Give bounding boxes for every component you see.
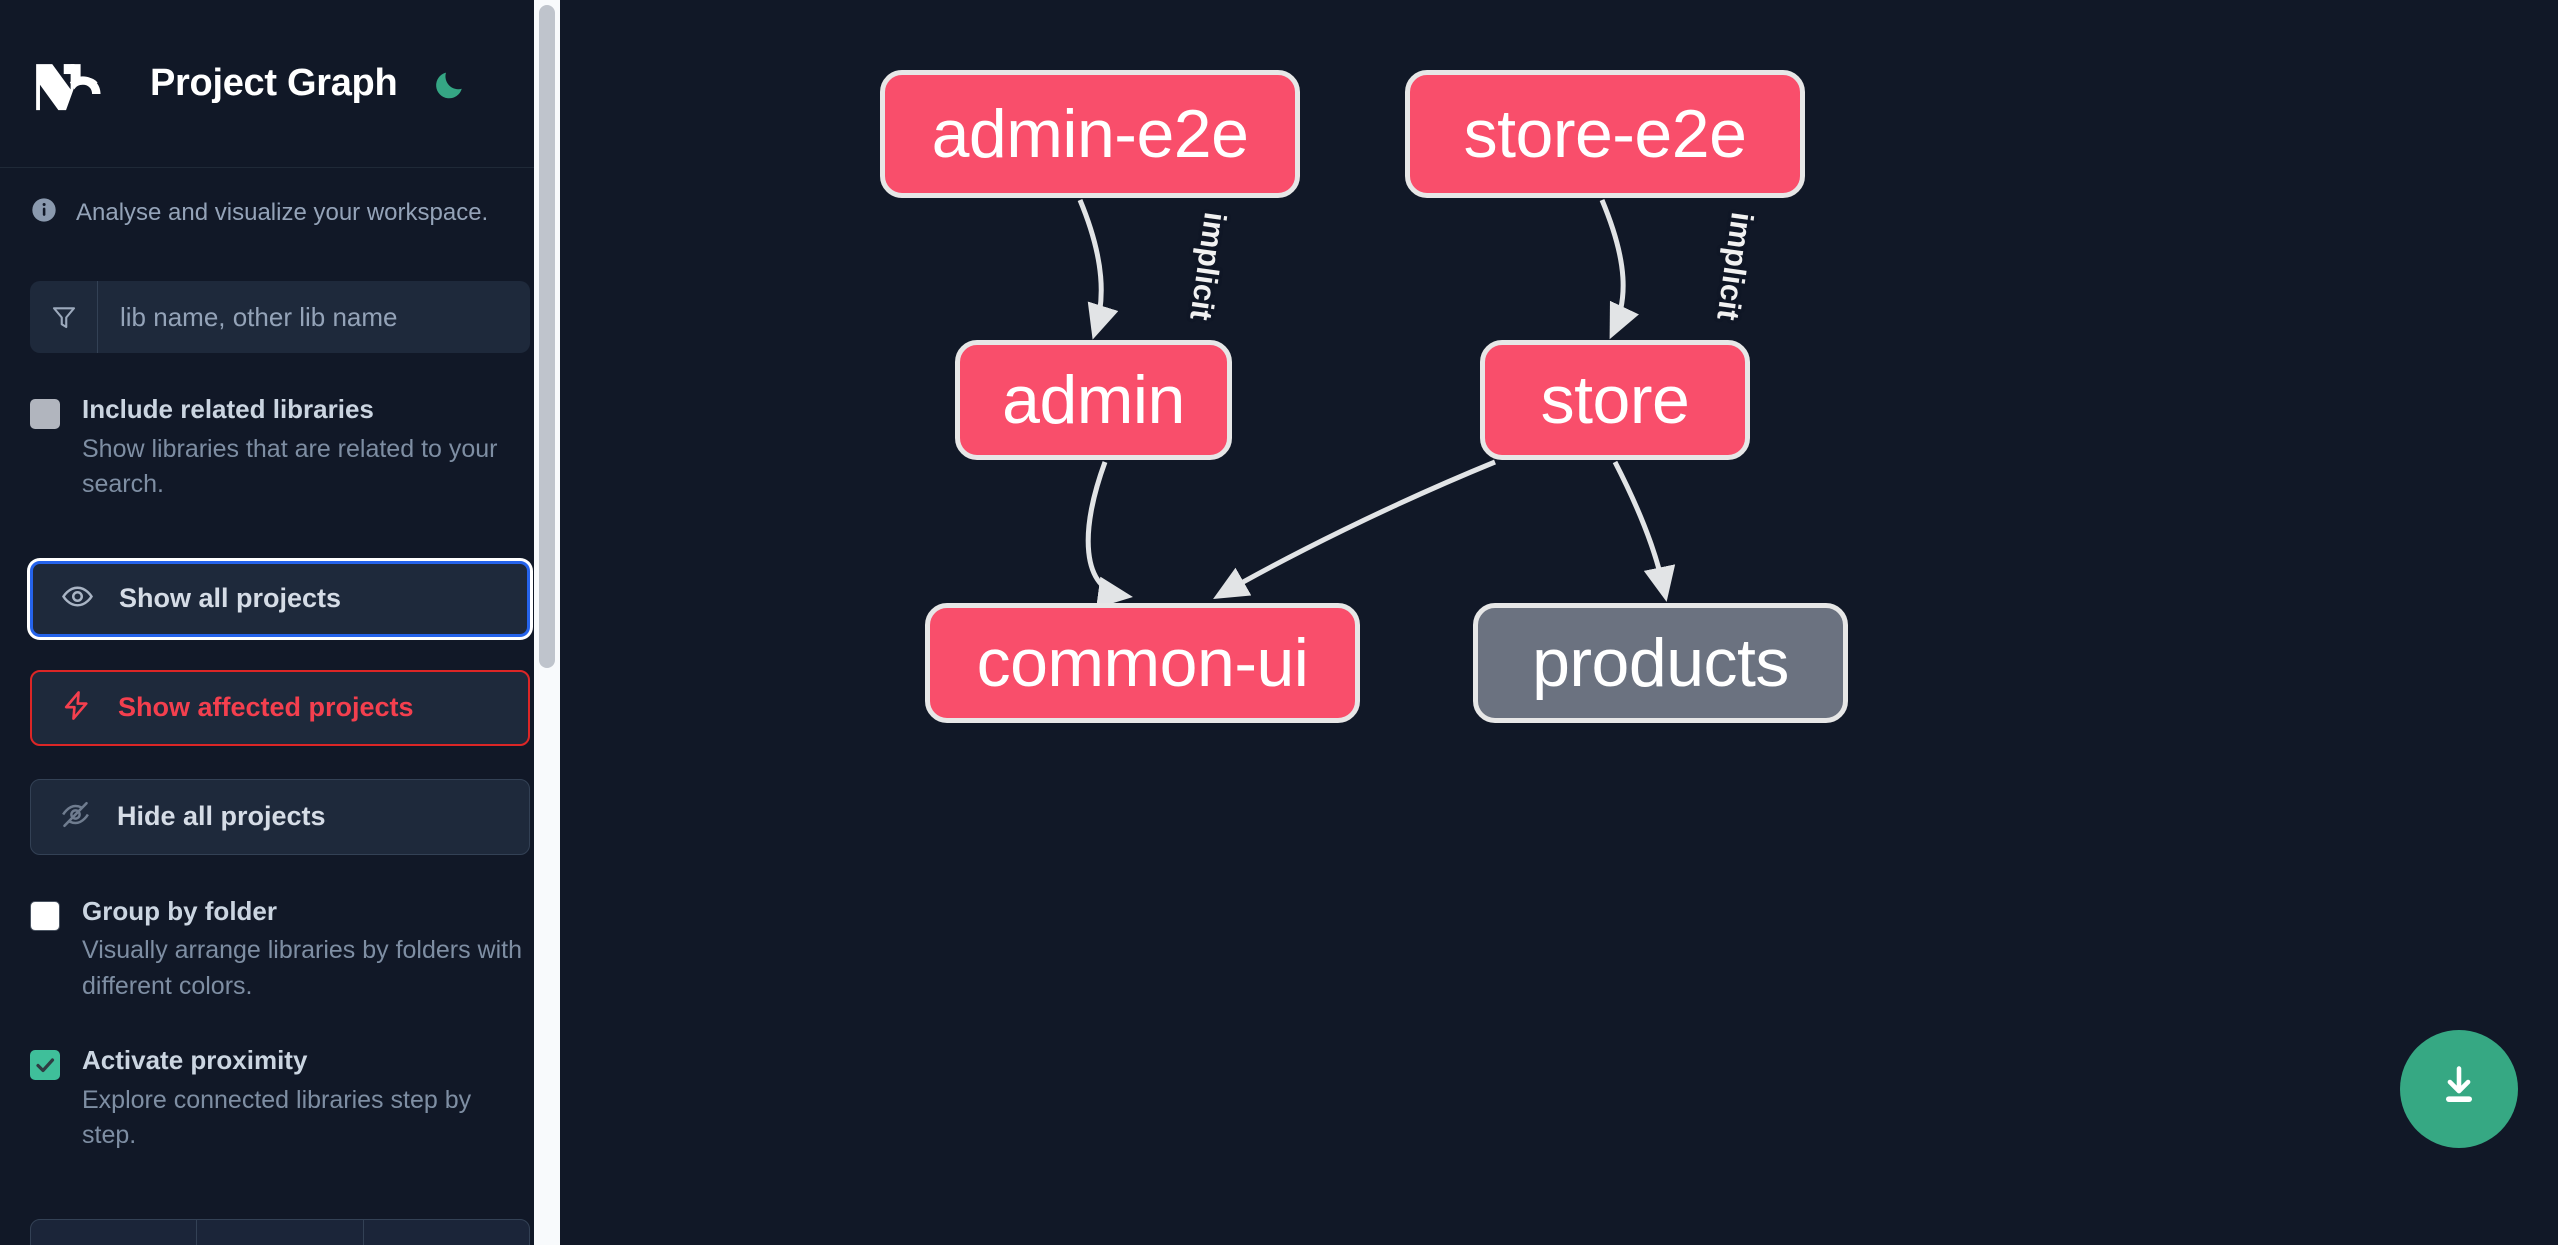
edge-label-implicit-admin: implicit bbox=[1183, 210, 1233, 323]
option-label: Group by folder bbox=[82, 895, 277, 926]
option-description: Show libraries that are related to your … bbox=[82, 434, 498, 499]
option-include-related-libraries[interactable]: Include related libraries Show libraries… bbox=[30, 393, 530, 503]
option-label: Activate proximity bbox=[82, 1045, 308, 1075]
checkbox-include-related-libraries[interactable] bbox=[30, 399, 60, 429]
project-action-buttons: Show all projects Show affected projects bbox=[30, 560, 530, 855]
option-label: Include related libraries bbox=[82, 394, 374, 424]
option-description: Explore connected libraries step by step… bbox=[82, 1085, 472, 1150]
funnel-filter-icon bbox=[30, 281, 98, 353]
option-activate-proximity[interactable]: Activate proximity Explore connected lib… bbox=[30, 1044, 530, 1154]
segmented-option-2[interactable] bbox=[197, 1220, 364, 1245]
button-label: Hide all projects bbox=[117, 801, 326, 831]
node-label: common-ui bbox=[976, 625, 1309, 701]
sidebar: Project Graph Analyse and visualize your… bbox=[0, 0, 560, 1245]
hide-all-projects-button[interactable]: Hide all projects bbox=[30, 778, 530, 855]
node-label: store-e2e bbox=[1463, 96, 1747, 172]
page-title: Project Graph bbox=[150, 62, 398, 104]
checkbox-activate-proximity[interactable] bbox=[30, 1050, 60, 1080]
edge-label-implicit-store: implicit bbox=[1710, 210, 1760, 323]
info-circle-icon bbox=[30, 196, 58, 229]
download-icon bbox=[2433, 1061, 2485, 1118]
edge-store-common-ui bbox=[1213, 459, 1496, 599]
sidebar-scrollbar[interactable] bbox=[534, 0, 560, 1245]
nx-logo-icon bbox=[30, 53, 122, 115]
lightning-bolt-icon bbox=[60, 689, 93, 727]
graph-node-admin-e2e[interactable]: admin-e2e bbox=[880, 70, 1300, 198]
graph-node-common-ui[interactable]: common-ui bbox=[925, 603, 1360, 723]
option-description: Visually arrange libraries by folders wi… bbox=[82, 936, 523, 1000]
edge-store-e2e-store bbox=[1599, 199, 1639, 340]
graph-node-admin[interactable]: admin bbox=[955, 340, 1232, 460]
show-all-projects-button[interactable]: Show all projects bbox=[30, 560, 530, 637]
search-input[interactable] bbox=[98, 281, 530, 353]
moon-icon[interactable] bbox=[427, 62, 471, 106]
edge-admin-common-ui bbox=[1085, 461, 1133, 609]
node-label: products bbox=[1532, 625, 1789, 701]
graph-node-store[interactable]: store bbox=[1480, 340, 1750, 460]
checkbox-group-by-folder[interactable] bbox=[30, 900, 60, 931]
eye-off-icon bbox=[59, 798, 92, 836]
filter-box[interactable] bbox=[30, 281, 530, 353]
segmented-control[interactable] bbox=[30, 1219, 530, 1245]
graph-node-store-e2e[interactable]: store-e2e bbox=[1405, 70, 1805, 198]
segmented-option-1[interactable] bbox=[31, 1220, 198, 1245]
workspace-info-text: Analyse and visualize your workspace. bbox=[76, 198, 489, 226]
option-group-by-folder[interactable]: Group by folder Visually arrange librari… bbox=[30, 895, 530, 1005]
sidebar-header: Project Graph bbox=[0, 0, 560, 168]
download-graph-button[interactable] bbox=[2400, 1030, 2518, 1148]
graph-canvas[interactable]: implicit implicit admin-e2e store-e2e ad… bbox=[560, 0, 2558, 1245]
segmented-option-3[interactable] bbox=[364, 1220, 529, 1245]
node-label: admin bbox=[1002, 362, 1185, 438]
node-label: admin-e2e bbox=[931, 96, 1249, 172]
edge-admin-e2e-admin bbox=[1077, 199, 1119, 340]
button-label: Show all projects bbox=[119, 583, 342, 613]
eye-icon bbox=[61, 580, 94, 618]
show-affected-projects-button[interactable]: Show affected projects bbox=[30, 669, 530, 746]
sidebar-scrollbar-thumb[interactable] bbox=[539, 5, 555, 668]
graph-node-products[interactable]: products bbox=[1473, 603, 1848, 723]
node-label: store bbox=[1540, 362, 1690, 438]
button-label: Show affected projects bbox=[118, 692, 414, 722]
sidebar-body: Include related libraries Show libraries… bbox=[0, 281, 560, 1154]
edge-store-products bbox=[1612, 460, 1676, 602]
workspace-info: Analyse and visualize your workspace. bbox=[0, 168, 560, 229]
